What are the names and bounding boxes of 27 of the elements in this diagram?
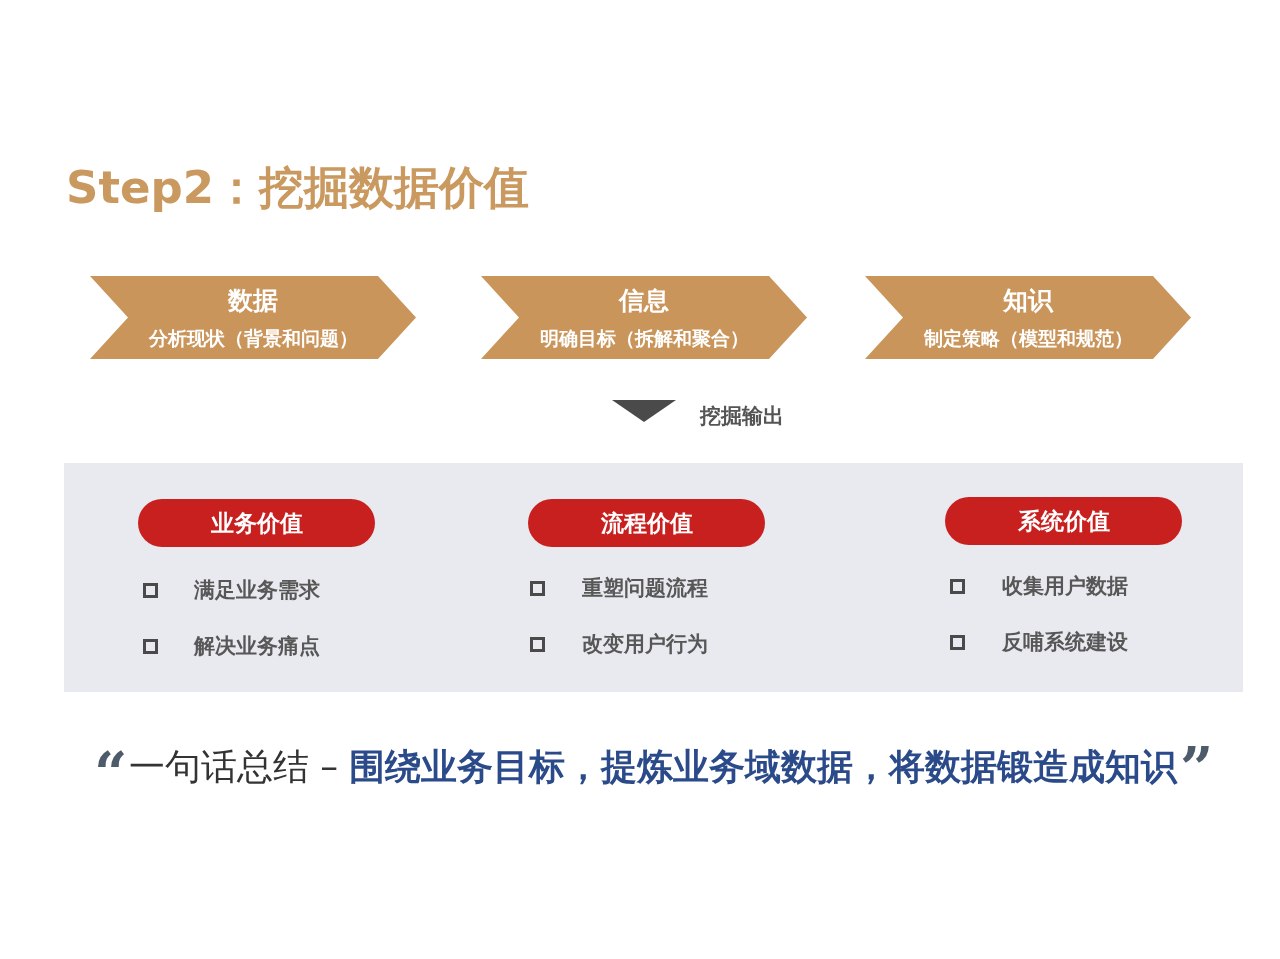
open-quote-mark: “ xyxy=(94,752,128,774)
category-heading: 系统价值 xyxy=(1017,507,1110,535)
category-heading: 业务价值 xyxy=(210,509,303,537)
chevron-heading: 信息 xyxy=(619,286,669,316)
category-pill xyxy=(528,499,765,547)
list-item-text: 改变用户行为 xyxy=(582,631,708,657)
output-label: 挖掘输出 xyxy=(700,403,784,429)
category-pill xyxy=(945,497,1182,545)
category-pill xyxy=(138,499,375,547)
list-item-text: 满足业务需求 xyxy=(194,577,320,603)
chevron-heading: 知识 xyxy=(1003,286,1053,316)
list-item-text: 解决业务痛点 xyxy=(194,633,320,659)
chevron-shape xyxy=(481,276,807,359)
chevron-heading: 数据 xyxy=(228,286,278,316)
summary-text: 一句话总结 – 围绕业务目标，提炼业务域数据，将数据锻造成知识 xyxy=(129,746,1178,788)
chevron-subheading: 分析现状（背景和问题） xyxy=(148,326,358,350)
close-quote-mark: ” xyxy=(1180,746,1214,768)
chevron-subheading: 明确目标（拆解和聚合） xyxy=(539,326,749,350)
list-item-text: 重塑问题流程 xyxy=(582,575,708,601)
title: Step2：挖掘数据价值 xyxy=(66,160,529,216)
category-heading: 流程价值 xyxy=(600,509,693,537)
list-item-text: 反哺系统建设 xyxy=(1002,629,1128,655)
content-panel xyxy=(64,463,1243,692)
chevron-shape xyxy=(90,276,416,359)
list-item-text: 收集用户数据 xyxy=(1002,573,1128,599)
chevron-subheading: 制定策略（模型和规范） xyxy=(923,326,1133,350)
chevron-shape xyxy=(865,276,1191,359)
